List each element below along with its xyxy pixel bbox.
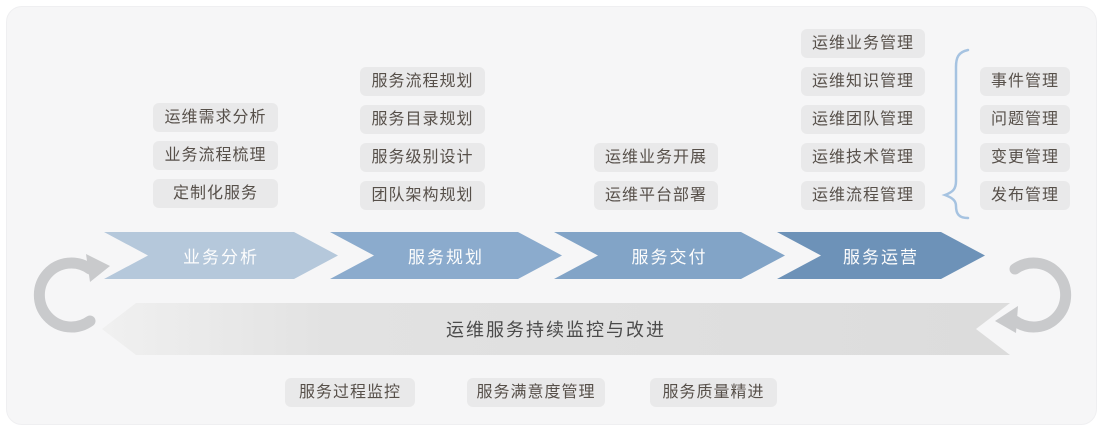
stage2-item: 服务目录规划 <box>360 105 485 134</box>
itil-process-item: 变更管理 <box>980 143 1070 172</box>
feedback-band-label: 运维服务持续监控与改进 <box>446 320 666 340</box>
stage2-item-list: 服务流程规划 服务目录规划 服务级别设计 团队架构规划 <box>360 67 485 210</box>
stage-label: 服务运营 <box>843 248 919 267</box>
stage4-item: 运维团队管理 <box>801 105 925 134</box>
cycle-arrow-icon <box>33 254 110 333</box>
stage2-item: 服务流程规划 <box>360 67 485 96</box>
stage4-item: 运维技术管理 <box>801 143 925 172</box>
bottom-item: 服务质量精进 <box>650 378 777 407</box>
cycle-arrow-icon <box>995 257 1072 333</box>
itil-process-item: 发布管理 <box>980 181 1070 210</box>
itil-process-item: 问题管理 <box>980 105 1070 134</box>
bottom-item: 服务满意度管理 <box>467 378 605 407</box>
bottom-item: 服务过程监控 <box>285 378 415 407</box>
stage4-item: 运维知识管理 <box>801 67 925 96</box>
stage-label: 服务交付 <box>631 248 708 267</box>
stage2-item: 团队架构规划 <box>360 181 485 210</box>
itil-process-list: 事件管理 问题管理 变更管理 发布管理 <box>980 67 1070 210</box>
stage4-item-list: 运维业务管理 运维知识管理 运维团队管理 运维技术管理 运维流程管理 <box>801 29 925 210</box>
itil-process-item: 事件管理 <box>980 67 1070 96</box>
stage-label: 服务规划 <box>408 248 484 267</box>
diagram-card <box>6 6 1097 425</box>
stage-label: 业务分析 <box>183 248 259 267</box>
stage3-item: 运维平台部署 <box>594 181 718 210</box>
stage4-item: 运维流程管理 <box>801 181 925 210</box>
brace-icon <box>941 48 970 220</box>
stage1-item: 定制化服务 <box>153 179 278 208</box>
stage4-item: 运维业务管理 <box>801 29 925 58</box>
stage3-item-list: 运维业务开展 运维平台部署 <box>594 143 718 210</box>
feedback-band: 运维服务持续监控与改进 <box>102 303 1010 355</box>
stage1-item: 运维需求分析 <box>153 103 278 132</box>
stage3-item: 运维业务开展 <box>594 143 718 172</box>
stage1-item-list: 运维需求分析 业务流程梳理 定制化服务 <box>153 103 278 208</box>
stage2-item: 服务级别设计 <box>360 143 485 172</box>
stage1-item: 业务流程梳理 <box>153 141 278 170</box>
